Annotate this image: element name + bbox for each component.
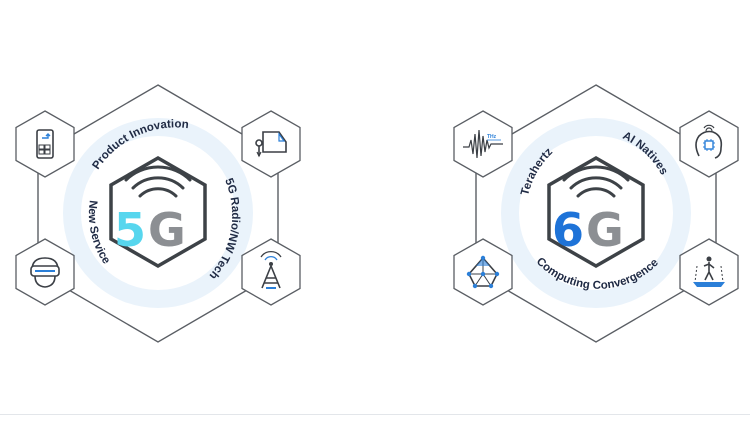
bottom-divider [0, 414, 750, 415]
hex-tower-5g [241, 238, 301, 306]
antenna-tower-icon [260, 251, 282, 289]
center-cube-5g: 5 G [109, 155, 207, 269]
network-cube-icon [466, 255, 500, 289]
background-ring-5g [63, 118, 253, 308]
phone-icon [36, 129, 54, 159]
hex-ai-6g [679, 110, 739, 178]
badge-5-letter: 5 [114, 203, 146, 257]
hex-vehicle-5g [241, 110, 301, 178]
hologram-person-icon [693, 256, 725, 287]
hex-hologram-6g [679, 238, 739, 306]
badge-6-letter: 6 [552, 203, 584, 257]
wifi-arcs-5g [124, 165, 192, 198]
ai-chip-icon [695, 124, 723, 159]
hex-vr-5g [15, 238, 75, 306]
hex-phone-5g [15, 110, 75, 178]
wifi-arcs-6g [562, 165, 630, 198]
hex-terahertz-6g: THz [453, 110, 513, 178]
center-cube-6g: 6 G [547, 155, 645, 269]
diagram-5g: 5 G Product Innovation New Service 5G Ra… [15, 84, 301, 343]
diagram-6g: 6 G Terahertz AI Natives Computing Conve… [453, 84, 739, 343]
vr-headset-icon [30, 257, 60, 288]
background-ring-6g [501, 118, 691, 308]
thz-tag: THz [487, 134, 497, 140]
hex-network-6g [453, 238, 513, 306]
badge-g-letter-5g: G [148, 203, 186, 257]
vehicle-icon [255, 131, 287, 158]
terahertz-wave-icon: THz [463, 129, 503, 159]
badge-g-letter-6g: G [586, 203, 624, 257]
